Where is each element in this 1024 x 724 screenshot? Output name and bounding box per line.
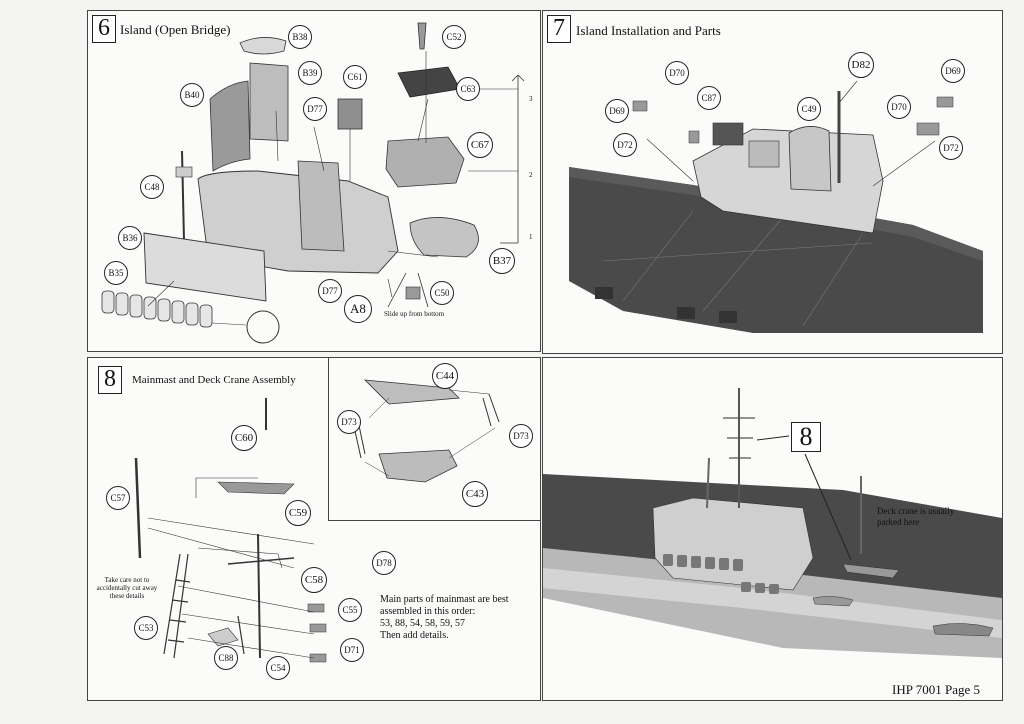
- callout-c63: C63: [456, 77, 480, 101]
- sequence-label-1: 1: [529, 233, 533, 241]
- ship-overview-render: [543, 388, 1002, 658]
- callout-b37: B37: [489, 248, 515, 274]
- callout-d70-left: D70: [665, 61, 689, 85]
- callout-c54: C54: [266, 656, 290, 680]
- callout-d82: D82: [848, 52, 874, 78]
- callout-c53: C53: [134, 616, 158, 640]
- overview-step-8-label: 8: [791, 422, 821, 452]
- callout-d72-left: D72: [613, 133, 637, 157]
- callout-c88: C88: [214, 646, 238, 670]
- callout-b36: B36: [118, 226, 142, 250]
- step-7-number: 7: [547, 15, 571, 43]
- mainmast-exploded-diagram: [134, 398, 327, 663]
- callout-d78: D78: [372, 551, 396, 575]
- callout-c52: C52: [442, 25, 466, 49]
- step-7-panel: 7 Island Installation and Parts: [542, 10, 1003, 354]
- step-8-number: 8: [98, 366, 122, 394]
- callout-d77-top: D77: [303, 97, 327, 121]
- callout-d71: D71: [340, 638, 364, 662]
- callout-b39: B39: [298, 61, 322, 85]
- crane-parking-note: Deck crane is usually parked here: [877, 506, 954, 528]
- callout-d77-bottom: D77: [318, 279, 342, 303]
- callout-a8: A8: [344, 295, 372, 323]
- overview-panel: 8 Deck crane is usually parked here: [542, 357, 1003, 701]
- assembly-order-line-1: Main parts of mainmast are best: [380, 594, 509, 605]
- step-6-number: 6: [92, 15, 116, 43]
- warning-note: Take care not to accidentally cut away t…: [96, 576, 158, 600]
- step-7-title: Island Installation and Parts: [576, 23, 721, 38]
- callout-c59: C59: [285, 500, 311, 526]
- callout-c60: C60: [231, 425, 257, 451]
- callout-d69-right: D69: [941, 59, 965, 83]
- crane-note-line-1: Deck crane is usually: [877, 506, 955, 516]
- island-exploded-diagram: [101, 22, 525, 344]
- callout-c87: C87: [697, 86, 721, 110]
- callout-c48: C48: [140, 175, 164, 199]
- page-number: IHP 7001 Page 5: [892, 682, 980, 697]
- callout-c49: C49: [797, 97, 821, 121]
- assembly-order-note: Main parts of mainmast are best assemble…: [380, 594, 509, 642]
- island-installation-render: [569, 80, 983, 333]
- callout-b38: B38: [288, 25, 312, 49]
- crane-note-line-2: parked here: [877, 517, 920, 527]
- assembly-order-line-4: Then add details.: [380, 630, 449, 641]
- callout-c67: C67: [467, 132, 493, 158]
- callout-c57: C57: [106, 486, 130, 510]
- assembly-order-line-2: assembled in this order:: [380, 606, 476, 617]
- callout-d69-left: D69: [605, 99, 629, 123]
- deck-crane-inset: C44 D73 D73 C43: [328, 358, 540, 521]
- callout-c61: C61: [343, 65, 367, 89]
- callout-c50: C50: [430, 281, 454, 305]
- step-8-title: Mainmast and Deck Crane Assembly: [132, 374, 296, 386]
- sequence-label-3: 3: [529, 95, 533, 103]
- step-6-title: Island (Open Bridge): [120, 22, 231, 37]
- sequence-label-2: 2: [529, 171, 533, 179]
- assembly-order-line-3: 53, 88, 54, 58, 59, 57: [380, 618, 465, 629]
- callout-c44: C44: [432, 363, 458, 389]
- callout-c43: C43: [462, 481, 488, 507]
- callout-c55: C55: [338, 598, 362, 622]
- step-8-panel: 8 Mainmast and Deck Crane Assembly C44 D…: [87, 357, 541, 701]
- callout-d73-left: D73: [337, 410, 361, 434]
- callout-d72-right: D72: [939, 136, 963, 160]
- callout-b35: B35: [104, 261, 128, 285]
- callout-d73-right: D73: [509, 424, 533, 448]
- deck-crane-diagram: [352, 379, 500, 483]
- callout-d70-right: D70: [887, 95, 911, 119]
- slide-up-note: Slide up from bottom: [384, 310, 445, 318]
- step-6-panel: 6 Island (Open Bridge): [87, 10, 541, 352]
- callout-c58: C58: [301, 567, 327, 593]
- callout-b40: B40: [180, 83, 204, 107]
